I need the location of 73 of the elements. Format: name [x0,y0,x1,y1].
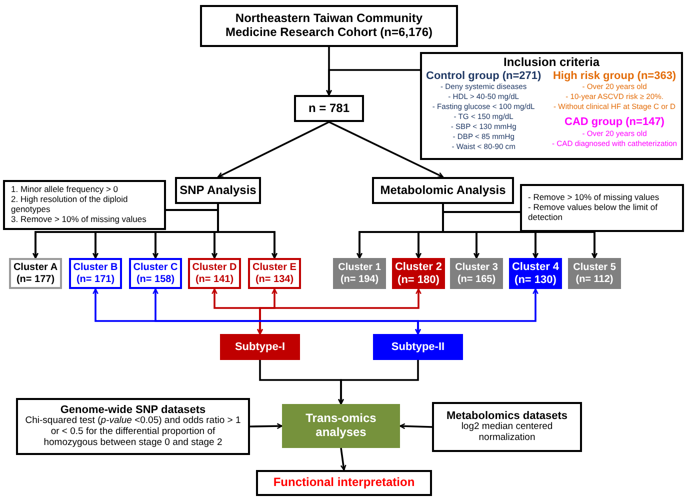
node-text: Cluster B [73,262,118,274]
analysis-box [282,404,400,448]
cohort-box [200,5,458,47]
list-item: - Remove values below the limit of detection [528,203,658,223]
node-subtext: (n= 141) [195,274,234,285]
node-text: SNP Analysis [180,184,256,198]
cluster-box [248,258,301,289]
node-subtext: (n= 194) [340,274,379,285]
count-box [294,95,364,122]
arrow [415,288,538,335]
node-text: Cluster 3 [455,262,498,274]
note-box [520,184,684,232]
node-text: Subtype-I [234,340,286,354]
arrow [217,121,330,178]
node-text: Metabolomic Analysis [380,184,506,198]
node-subtext: Chi-squared test (p-value <0.05) and odds ratio > 1 or < 0.5 for the differential proportion of homozygous between stage 0 and stage 2 [24,416,242,450]
node-subtext: log2 median centered normalization [460,422,554,444]
heading: Inclusion criteria [502,56,601,70]
process-box [175,177,261,204]
arrow [328,121,444,178]
list-item: 3. Remove > 10% of missing values [11,214,146,225]
node-subtext: (n= 158) [136,274,175,285]
subtype-box [373,334,463,360]
cluster-box [392,258,445,289]
node-text: Cluster E [252,262,296,274]
node-text: Cluster 5 [573,262,616,274]
node-text: Cluster 1 [338,262,381,274]
arrow [338,360,419,405]
heading: CAD group (n=147) [564,116,666,129]
cluster-box [568,258,621,289]
heading: Control group (n=271) [426,70,542,82]
cluster-box [129,258,182,289]
heading: High risk group (n=363) [552,70,677,82]
node-subtext: (n= 130) [514,274,556,286]
cluster-box [509,258,562,289]
arrow [340,448,346,471]
node-text: Genome-wide SNP datasets [60,404,206,416]
node-text: Trans-omics analyses [304,412,378,440]
arrow [326,69,420,96]
node-text: Cluster 2 [394,260,442,274]
node-subtext: (n= 165) [457,274,496,285]
cluster-box [333,258,386,289]
node-text: Cluster 4 [512,260,560,274]
node-text: n = 781 [308,102,350,116]
criteria-box [420,52,683,160]
node-subtext: (n= 134) [255,274,294,285]
node-subtext: (n= 177) [16,274,55,285]
cluster-box [188,258,241,289]
cluster-box [69,258,122,289]
note-box [3,180,166,230]
process-box [372,177,514,204]
arrow [250,423,283,430]
node-text: Functional interpretation [273,476,415,490]
node-text: Cluster A [13,262,58,274]
node-text: Cluster D [192,262,237,274]
cluster-box [450,258,503,289]
node-subtext: (n= 112) [576,274,614,285]
list-item: - Remove > 10% of missing values [528,193,660,204]
node-text: Cluster C [133,262,178,274]
node-text: Metabolomics datasets [446,410,568,422]
subtype-box [220,334,300,360]
dataset-box [16,398,250,455]
arrow [257,288,422,335]
result-box [256,470,432,496]
cluster-box [9,258,62,289]
list-item: 1. Minor allele frequency > 0 [11,185,118,196]
list-item: 2. High resolution of the diploid genotypes [11,195,129,215]
node-text: Subtype-II [391,340,445,354]
dataset-box [432,402,582,452]
node-text: Northeastern Taiwan Community Medicine Research Cohort (n=6,176) [224,12,434,40]
node-subtext: (n= 171) [76,274,115,285]
arrow [399,423,432,430]
node-subtext: (n= 180) [398,274,440,286]
